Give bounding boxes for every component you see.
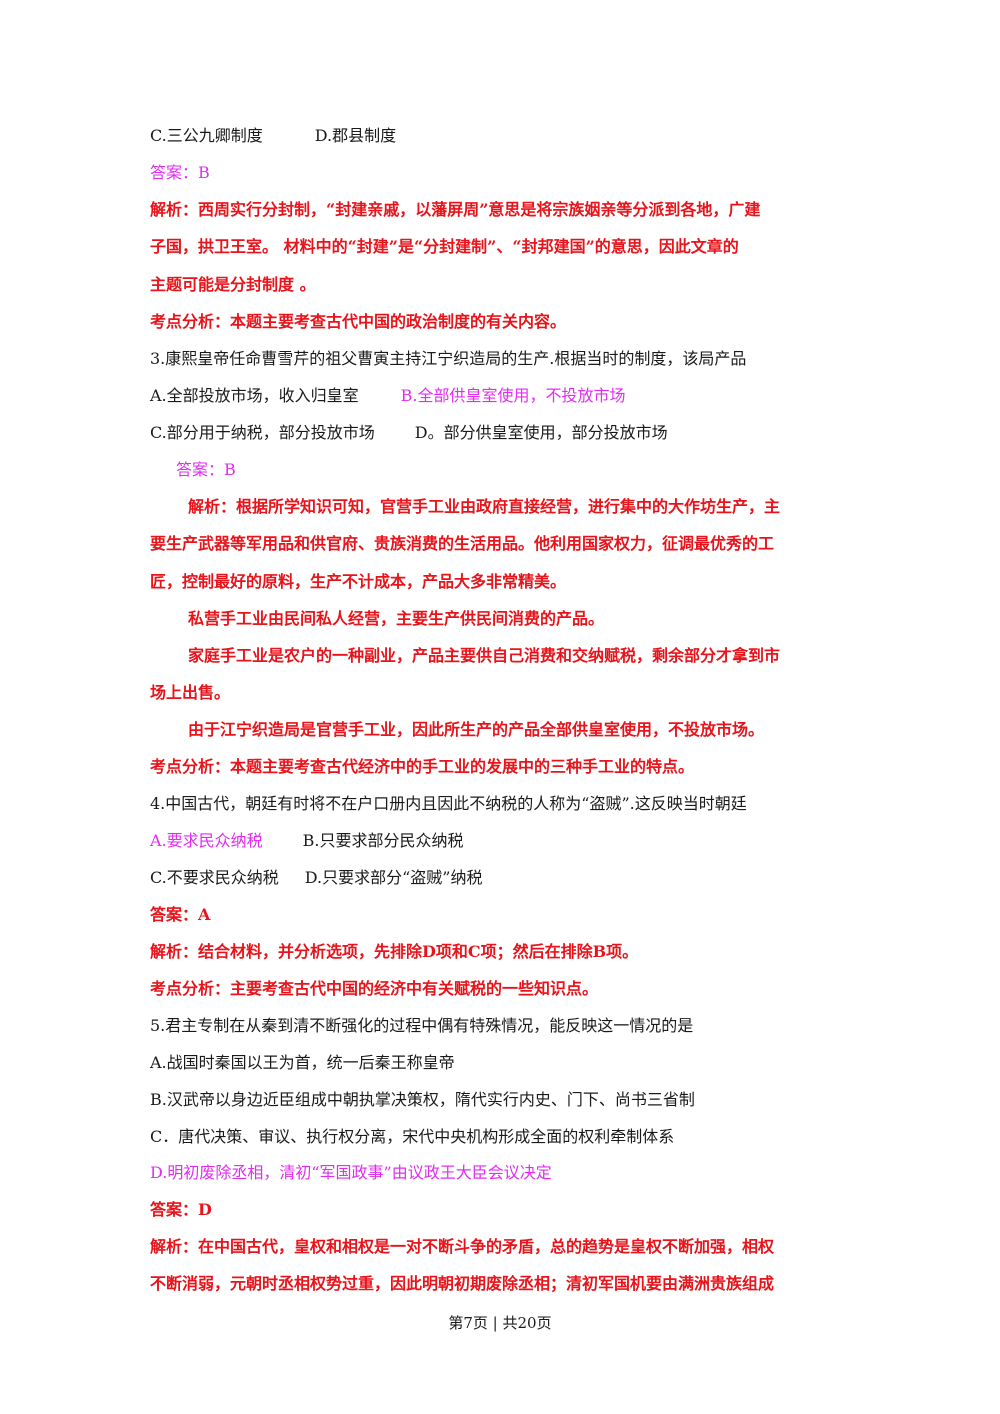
analysis-line: 家庭手工业是农户的一种副业，产品主要供自己消费和交纳赋税，剩余部分才拿到市 bbox=[188, 646, 781, 665]
option-b-correct: B.全部供皇室使用，不投放市场 bbox=[400, 386, 626, 405]
analysis-line: 解析：根据所学知识可知，官营手工业由政府直接经营，进行集中的大作坊生产，主 bbox=[188, 497, 781, 516]
question-5: 5.君主专制在从秦到清不断强化的过程中偶有特殊情况，能反映这一情况的是 bbox=[150, 1016, 694, 1035]
analysis-line: 解析：西周实行分封制，“封建亲戚，以藩屏周”意思是将宗族姻亲等分派到各地，广建 bbox=[150, 200, 761, 219]
option-line-a-b: A.要求民众纳税 B.只要求部分民众纳税 bbox=[150, 829, 464, 853]
analysis-line: 由于江宁织造局是官营手工业，因此所生产的产品全部供皇室使用，不投放市场。 bbox=[188, 720, 765, 739]
option-c: C.三公九卿制度 bbox=[150, 126, 263, 145]
analysis-line: 不断消弱，元朝时丞相权势过重，因此明朝初期废除丞相；清初军国机要由满洲贵族组成 bbox=[150, 1274, 775, 1293]
option-line-c-d: C.部分用于纳税，部分投放市场 D。部分供皇室使用，部分投放市场 bbox=[150, 421, 668, 445]
analysis-line: 主题可能是分封制度 。 bbox=[150, 275, 316, 294]
analysis-line: 解析：在中国古代，皇权和相权是一对不断斗争的矛盾，总的趋势是皇权不断加强，相权 bbox=[150, 1237, 775, 1256]
answer-line: 答案：D bbox=[150, 1200, 212, 1219]
option-a: A.全部投放市场，收入归皇室 bbox=[150, 386, 359, 405]
analysis-line: 场上出售。 bbox=[150, 683, 231, 702]
analysis-line: 子国，拱卫王室。 材料中的“封建”是“分封建制”、“封邦建国”的意思，因此文章的 bbox=[150, 237, 739, 256]
answer-line: 答案：B bbox=[176, 460, 236, 479]
option-d: D。部分供皇室使用，部分投放市场 bbox=[414, 423, 668, 442]
option-d-correct: D.明初废除丞相，清初“军国政事”由议政王大臣会议决定 bbox=[150, 1163, 552, 1182]
page-footer: 第7页 | 共20页 bbox=[448, 1314, 552, 1332]
analysis-line: 匠，控制最好的原料，生产不计成本，产品大多非常精美。 bbox=[150, 572, 567, 591]
option-d: D.郡县制度 bbox=[314, 126, 397, 145]
option-d: D.只要求部分“盗贼”纳税 bbox=[304, 868, 483, 887]
option-c: C.不要求民众纳税 bbox=[150, 868, 279, 887]
option-c: C．唐代决策、审议、执行权分离，宋代中央机构形成全面的权利牵制体系 bbox=[150, 1127, 675, 1146]
option-c: C.部分用于纳税，部分投放市场 bbox=[150, 423, 375, 442]
option-b: B.只要求部分民众纳税 bbox=[302, 831, 464, 850]
analysis-line: 要生产武器等军用品和供官府、贵族消费的生活用品。他利用国家权力，征调最优秀的工 bbox=[150, 534, 775, 553]
option-b: B.汉武帝以身边近臣组成中朝执掌决策权，隋代实行内史、门下、尚书三省制 bbox=[150, 1090, 695, 1109]
answer-line: 答案：B bbox=[150, 163, 210, 182]
option-a-correct: A.要求民众纳税 bbox=[150, 831, 263, 850]
analysis-line: 解析：结合材料，并分析选项，先排除D项和C项；然后在排除B项。 bbox=[150, 942, 639, 961]
option-a: A.战国时秦国以王为首，统一后秦王称皇帝 bbox=[150, 1053, 455, 1072]
key-point-line: 考点分析：本题主要考查古代经济中的手工业的发展中的三种手工业的特点。 bbox=[150, 757, 695, 776]
key-point-line: 考点分析：主要考查古代中国的经济中有关赋税的一些知识点。 bbox=[150, 979, 599, 998]
analysis-line: 私营手工业由民间私人经营，主要生产供民间消费的产品。 bbox=[188, 609, 605, 628]
question-4: 4.中国古代，朝廷有时将不在户口册内且因此不纳税的人称为“盗贼”.这反映当时朝廷 bbox=[150, 794, 747, 813]
option-line-c-d: C.不要求民众纳税 D.只要求部分“盗贼”纳税 bbox=[150, 866, 482, 890]
answer-line: 答案：A bbox=[150, 905, 211, 924]
option-line-c-d: C.三公九卿制度 D.郡县制度 bbox=[150, 124, 396, 148]
option-line-a-b: A.全部投放市场，收入归皇室 B.全部供皇室使用，不投放市场 bbox=[150, 384, 626, 408]
key-point-line: 考点分析：本题主要考查古代中国的政治制度的有关内容。 bbox=[150, 312, 567, 331]
question-3: 3.康熙皇帝任命曹雪芹的祖父曹寅主持江宁织造局的生产.根据当时的制度，该局产品 bbox=[150, 349, 747, 368]
